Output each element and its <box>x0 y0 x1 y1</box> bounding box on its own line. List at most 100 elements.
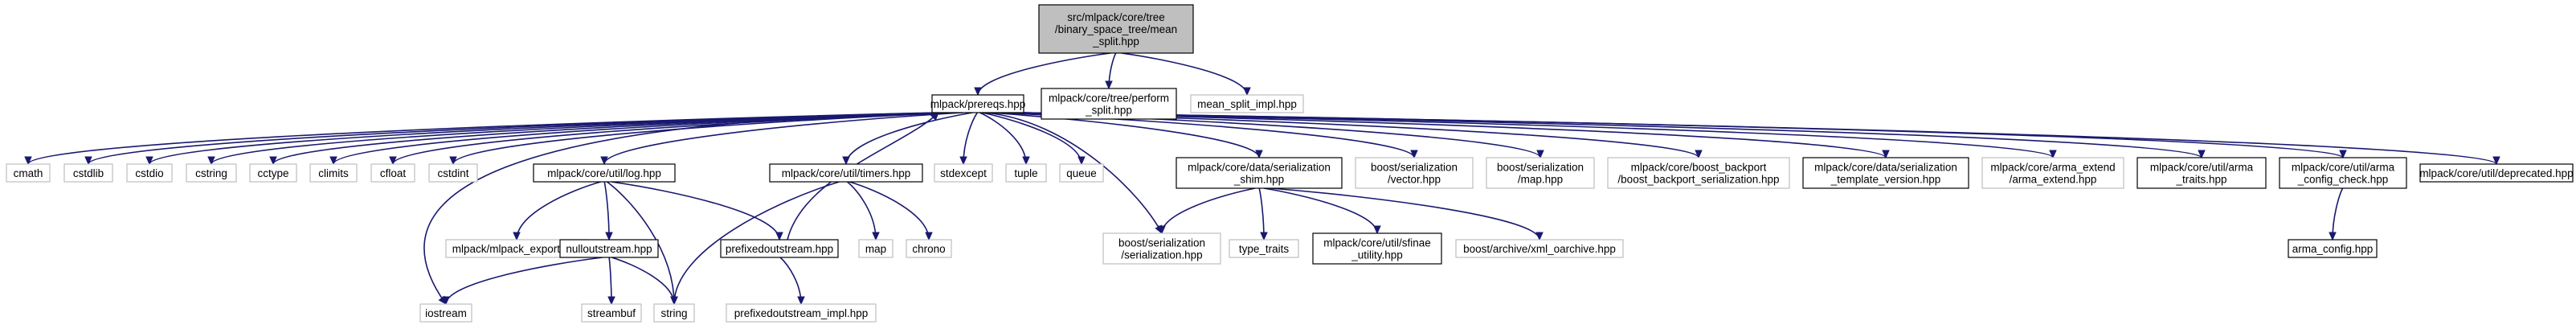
node-shim[interactable]: mlpack/core/data/serialization_shim.hpp <box>1176 157 1343 189</box>
node-type_traits[interactable]: type_traits <box>1229 239 1299 258</box>
edge-nulloutstream-to-streambuf <box>607 257 615 306</box>
node-label-line: mlpack/core/data/serialization <box>1814 162 1957 174</box>
node-tuple[interactable]: tuple <box>1005 163 1047 183</box>
node-label-line: cstdio <box>135 167 163 179</box>
node-label-line: climits <box>318 167 349 179</box>
node-box <box>726 303 877 323</box>
node-box <box>1176 157 1343 189</box>
node-box <box>931 94 1024 113</box>
node-box <box>1607 157 1790 189</box>
node-box <box>1229 239 1299 258</box>
node-cstdio[interactable]: cstdio <box>126 163 173 183</box>
node-label-line: nulloutstream.hpp <box>566 243 652 255</box>
node-box <box>249 163 297 183</box>
node-arma_extend[interactable]: mlpack/core/arma_extend/arma_extend.hpp <box>1981 157 2124 189</box>
node-chrono[interactable]: chrono <box>906 239 952 258</box>
node-root[interactable]: src/mlpack/core/tree/binary_space_tree/m… <box>1038 4 1194 54</box>
node-box <box>63 163 113 183</box>
node-box <box>370 163 415 183</box>
node-label-line: mlpack/mlpack_export.hpp <box>452 243 582 255</box>
node-box <box>2288 239 2378 258</box>
node-label-line: mlpack/core/util/arma <box>2292 162 2395 174</box>
node-box <box>126 163 173 183</box>
node-label-line: boost/serialization <box>1497 162 1584 174</box>
node-boost_serialization[interactable]: boost/serialization/serialization.hpp <box>1102 232 1221 265</box>
node-label-line: prefixedoutstream_impl.hpp <box>734 307 869 319</box>
node-cfloat[interactable]: cfloat <box>370 163 415 183</box>
node-cstring[interactable]: cstring <box>186 163 237 183</box>
node-box <box>720 239 839 258</box>
node-label-line: chrono <box>912 243 945 255</box>
node-mean_split_impl[interactable]: mean_split_impl.hpp <box>1190 94 1304 113</box>
node-label-line: cstdint <box>437 167 468 179</box>
node-stdexcept[interactable]: stdexcept <box>934 163 993 183</box>
node-timers[interactable]: mlpack/core/util/timers.hpp <box>769 163 923 183</box>
node-prefixedoutstream_impl[interactable]: prefixedoutstream_impl.hpp <box>726 303 877 323</box>
node-label-line: boost/serialization <box>1118 237 1205 249</box>
node-label-line: _config_check.hpp <box>2297 174 2389 186</box>
node-box <box>428 163 478 183</box>
edge-log-to-nulloutstream <box>603 181 613 241</box>
node-label-line: cmath <box>14 167 43 179</box>
node-label-line: mlpack/core/util/arma <box>2150 162 2254 174</box>
edge-root-to-perform_split <box>1105 52 1117 90</box>
edge-prereqs-to-timers <box>842 112 973 166</box>
node-box <box>6 163 51 183</box>
node-perform_split[interactable]: mlpack/core/tree/perform_split.hpp <box>1041 88 1177 120</box>
node-backport[interactable]: mlpack/core/boost_backport/boost_backpor… <box>1607 157 1790 189</box>
node-map[interactable]: map <box>858 239 893 258</box>
node-prereqs[interactable]: mlpack/prereqs.hpp <box>930 94 1026 113</box>
node-streambuf[interactable]: streambuf <box>581 303 642 323</box>
node-box <box>769 163 923 183</box>
edge-root-to-mean_split_impl <box>1121 52 1251 97</box>
edge-prereqs-to-cstdint <box>449 112 957 166</box>
node-xml_oarchive[interactable]: boost/archive/xml_oarchive.hpp <box>1455 239 1624 258</box>
edge-timers-to-chrono <box>848 181 933 241</box>
node-label-line: stdexcept <box>940 167 987 179</box>
node-label-line: type_traits <box>1239 243 1290 255</box>
node-label-line: mlpack/core/arma_extend <box>1990 162 2115 174</box>
node-box <box>2419 163 2574 183</box>
node-deprecated[interactable]: mlpack/core/util/deprecated.hpp <box>2419 163 2574 183</box>
node-nulloutstream[interactable]: nulloutstream.hpp <box>559 239 659 258</box>
node-label-line: /arma_extend.hpp <box>2010 174 2097 186</box>
node-label-line: _traits.hpp <box>2175 174 2226 186</box>
node-cmath[interactable]: cmath <box>6 163 51 183</box>
node-arma_traits[interactable]: mlpack/core/util/arma_traits.hpp <box>2136 157 2267 189</box>
node-label-line: mlpack/prereqs.hpp <box>930 98 1026 110</box>
node-string[interactable]: string <box>653 303 695 323</box>
node-label-line: tuple <box>1014 167 1037 179</box>
node-cctype[interactable]: cctype <box>249 163 297 183</box>
edge-prereqs-to-deprecated <box>1018 112 2500 166</box>
node-box <box>2136 157 2267 189</box>
node-arma_config_check[interactable]: mlpack/core/util/arma_config_check.hpp <box>2279 157 2407 189</box>
node-log[interactable]: mlpack/core/util/log.hpp <box>533 163 676 183</box>
node-sfinae[interactable]: mlpack/core/util/sfinae_utility.hpp <box>1312 232 1442 265</box>
node-box <box>309 163 358 183</box>
node-label-line: /boost_backport_serialization.hpp <box>1617 174 1779 186</box>
node-template_version[interactable]: mlpack/core/data/serialization_template_… <box>1802 157 1969 189</box>
node-iostream[interactable]: iostream <box>419 303 472 323</box>
node-box <box>581 303 642 323</box>
node-cstdint[interactable]: cstdint <box>428 163 478 183</box>
node-prefixedoutstream[interactable]: prefixedoutstream.hpp <box>720 239 839 258</box>
node-boost_vector[interactable]: boost/serialization/vector.hpp <box>1355 157 1474 189</box>
node-label-line: mlpack/core/tree/perform <box>1049 93 1169 105</box>
node-boost_map[interactable]: boost/serialization/map.hpp <box>1486 157 1595 189</box>
edge-shim-to-sfinae <box>1263 187 1381 235</box>
node-label-line: cctype <box>257 167 288 179</box>
node-queue[interactable]: queue <box>1059 163 1104 183</box>
node-mlpack_export[interactable]: mlpack/mlpack_export.hpp <box>445 239 588 258</box>
node-cstdlib[interactable]: cstdlib <box>63 163 113 183</box>
node-label-line: streambuf <box>587 307 636 319</box>
node-arma_config[interactable]: arma_config.hpp <box>2288 239 2378 258</box>
node-label-line: map <box>865 243 886 255</box>
node-box <box>1486 157 1595 189</box>
node-label-line: mlpack/core/boost_backport <box>1631 162 1767 174</box>
node-box <box>1005 163 1047 183</box>
node-climits[interactable]: climits <box>309 163 358 183</box>
node-label-line: /serialization.hpp <box>1121 249 1202 261</box>
node-label-line: _shim.hpp <box>1233 174 1284 186</box>
node-box <box>1455 239 1624 258</box>
node-label-line: arma_config.hpp <box>2292 243 2374 255</box>
